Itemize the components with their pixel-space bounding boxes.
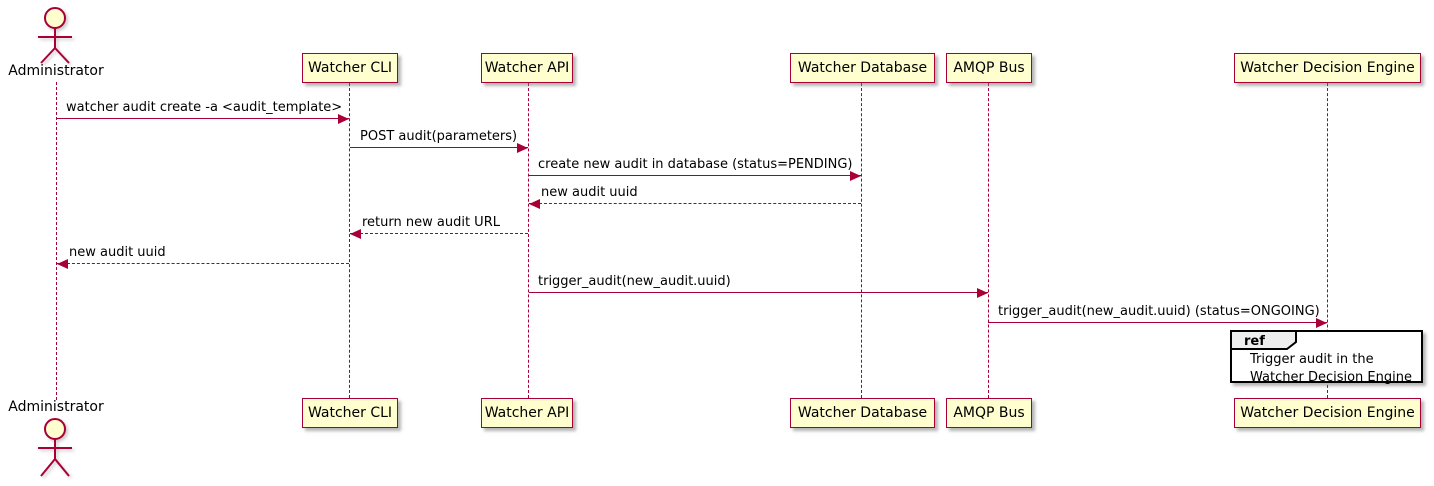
- message-label-6: new audit uuid: [69, 245, 166, 260]
- arrowhead-right-icon: [977, 288, 988, 298]
- message-line-3: [529, 175, 861, 176]
- ref-body: Trigger audit in the Watcher Decision En…: [1250, 351, 1412, 387]
- message-label-5: return new audit URL: [362, 215, 500, 230]
- participant-box-watcher-decision-engine-bottom: Watcher Decision Engine: [1234, 398, 1421, 428]
- arrowhead-right-icon: [517, 143, 528, 153]
- participant-box-amqp-bus-bottom: AMQP Bus: [946, 398, 1032, 428]
- ref-fragment: ref Trigger audit in the Watcher Decisio…: [1230, 330, 1423, 385]
- participant-box-watcher-api-bottom: Watcher API: [481, 398, 573, 428]
- ref-keyword: ref: [1244, 334, 1265, 349]
- actor-label-administrator-top: Administrator: [8, 63, 104, 79]
- message-line-6: [57, 263, 349, 264]
- message-label-3: create new audit in database (status=PEN…: [538, 157, 853, 172]
- arrowhead-right-icon: [850, 171, 861, 181]
- arrowhead-left-icon: [57, 259, 68, 269]
- arrowhead-right-icon: [338, 114, 349, 124]
- message-label-2: POST audit(parameters): [360, 129, 518, 144]
- participant-box-watcher-api-top: Watcher API: [481, 53, 573, 83]
- participant-box-watcher-decision-engine-top: Watcher Decision Engine: [1234, 53, 1421, 83]
- message-label-1: watcher audit create -a <audit_template>: [66, 100, 343, 115]
- participant-box-watcher-database-top: Watcher Database: [790, 53, 935, 83]
- message-line-7: [529, 292, 988, 293]
- lifeline-watcher-cli: [349, 83, 350, 398]
- message-line-1: [57, 118, 349, 119]
- arrowhead-right-icon: [1316, 318, 1327, 328]
- lifeline-administrator: [56, 82, 57, 400]
- actor-label-administrator-bottom: Administrator: [8, 399, 104, 415]
- actor-figure-icon: [38, 418, 72, 477]
- message-line-2: [350, 147, 528, 148]
- ref-line-1: Trigger audit in the: [1250, 352, 1374, 367]
- arrowhead-left-icon: [529, 199, 540, 209]
- lifeline-watcher-database: [861, 83, 862, 398]
- ref-tab-icon: ref: [1230, 330, 1297, 350]
- ref-line-2: Watcher Decision Engine: [1250, 370, 1412, 385]
- participant-box-amqp-bus-top: AMQP Bus: [946, 53, 1032, 83]
- arrowhead-left-icon: [350, 229, 361, 239]
- lifeline-amqp-bus: [988, 83, 989, 398]
- message-line-4: [529, 203, 861, 204]
- participant-box-watcher-database-bottom: Watcher Database: [790, 398, 935, 428]
- participant-box-watcher-cli-bottom: Watcher CLI: [302, 398, 398, 428]
- message-line-5: [350, 233, 528, 234]
- participant-box-watcher-cli-top: Watcher CLI: [302, 53, 398, 83]
- message-label-7: trigger_audit(new_audit.uuid): [538, 274, 731, 289]
- message-label-4: new audit uuid: [541, 185, 638, 200]
- lifeline-watcher-api: [528, 83, 529, 398]
- message-line-8: [988, 322, 1327, 323]
- actor-figure-icon: [38, 7, 72, 64]
- message-label-8: trigger_audit(new_audit.uuid) (status=ON…: [998, 304, 1320, 319]
- lifeline-watcher-decision-engine: [1327, 83, 1328, 398]
